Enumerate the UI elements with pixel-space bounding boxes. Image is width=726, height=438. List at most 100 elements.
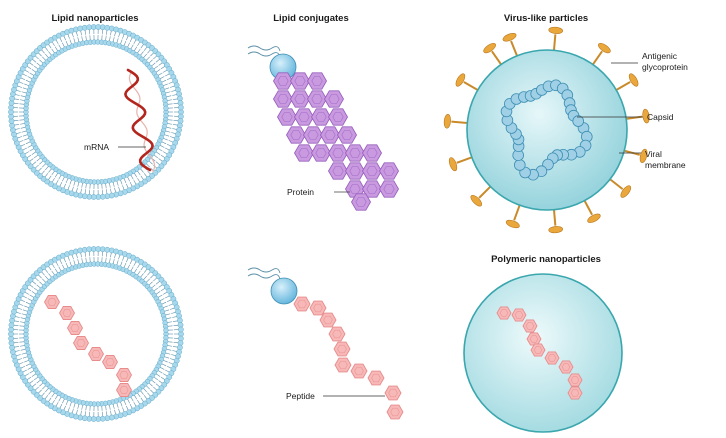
title-lipid-conjugates: Lipid conjugates	[273, 13, 348, 24]
polymeric-peptide-chain	[496, 306, 583, 400]
peptide-unit	[526, 332, 542, 346]
peptide-unit	[350, 363, 368, 379]
protein-unit	[361, 180, 383, 198]
glycoprotein-stalk	[510, 40, 518, 57]
peptide-unit	[530, 343, 546, 357]
glycoprotein-head	[620, 185, 632, 198]
antigenic-label-line2: glycoprotein	[642, 62, 688, 72]
glycoprotein-stalk	[583, 200, 593, 216]
glycoprotein-head	[455, 73, 466, 87]
viral-membrane-label-line1: Viral	[645, 149, 662, 159]
antigenic-label-line1: Antigenic	[642, 51, 678, 61]
antigenic-glycoprotein-spikes	[443, 26, 650, 234]
peptide-unit	[328, 326, 346, 342]
glycoprotein-stalk	[615, 81, 631, 91]
protein-unit	[289, 90, 311, 108]
glycoprotein-head	[448, 157, 458, 172]
peptide-unit	[309, 300, 327, 316]
glycoprotein-stalk	[456, 156, 473, 164]
glycoprotein-stalk	[552, 34, 557, 51]
protein-unit	[319, 126, 341, 144]
protein-unit	[378, 180, 400, 198]
glycoprotein-head	[587, 213, 601, 223]
mrna-strand	[124, 68, 156, 173]
protein-unit	[306, 72, 328, 90]
glycoprotein-stalk	[478, 185, 492, 199]
peptide-unit	[101, 355, 119, 369]
protein-unit	[350, 193, 372, 211]
glycoprotein-stalk	[513, 204, 521, 221]
glycoprotein-head	[443, 114, 451, 129]
glycoprotein-stalk	[491, 50, 502, 66]
glycoprotein-stalk	[552, 209, 557, 226]
glycoprotein-head	[598, 42, 611, 54]
lipid-nanoparticle-mrna	[8, 24, 184, 200]
glycoprotein-head	[505, 219, 520, 229]
capsid-subunit	[572, 115, 584, 127]
peptide-unit	[333, 341, 351, 357]
title-virus-like-particles: Virus-like particles	[504, 13, 588, 24]
viral-membrane-label-line2: membrane	[645, 160, 686, 170]
protein-unit	[310, 108, 332, 126]
capsid-subunit	[513, 159, 526, 171]
peptide-unit	[58, 306, 76, 320]
lipid-head	[178, 104, 184, 111]
peptide-unit	[115, 383, 133, 397]
peptide-unit	[567, 373, 583, 387]
title-lipid-nanoparticles: Lipid nanoparticles	[51, 13, 138, 24]
glycoprotein-head	[548, 26, 563, 34]
capsid-label: Capsid	[647, 112, 674, 122]
protein-unit	[327, 162, 349, 180]
lipid-nanoparticle-peptide	[8, 246, 184, 422]
lipid-anchor-protein	[247, 45, 297, 81]
protein-unit	[344, 162, 366, 180]
glycoprotein-head	[470, 194, 483, 207]
protein-unit	[272, 72, 294, 90]
glycoprotein-head	[483, 42, 496, 54]
peptide-unit	[511, 308, 527, 322]
peptide-unit	[293, 296, 311, 312]
lipid-head	[163, 105, 169, 111]
glycoprotein-head	[628, 73, 639, 87]
peptide-unit	[66, 321, 84, 335]
peptide-unit	[115, 368, 133, 382]
peptide-label: Peptide	[286, 391, 315, 401]
peptide-unit	[72, 336, 90, 350]
peptide-unit	[367, 370, 385, 386]
peptide-unit	[334, 357, 352, 373]
peptide-unit	[558, 360, 574, 374]
protein-unit	[306, 90, 328, 108]
capsid	[500, 79, 593, 181]
protein-unit	[302, 126, 324, 144]
peptide-unit	[544, 351, 560, 365]
lnp-peptide-chain	[43, 295, 133, 397]
viral-membrane	[466, 49, 628, 211]
protein-unit	[285, 126, 307, 144]
peptide-unit	[87, 347, 105, 361]
protein-unit	[327, 144, 349, 162]
peptide-unit	[43, 295, 61, 309]
peptide-unit	[319, 312, 337, 328]
glycoprotein-stalk	[463, 81, 479, 91]
protein-unit	[272, 90, 294, 108]
peptide-unit	[496, 306, 512, 320]
protein-unit	[310, 144, 332, 162]
protein-unit	[378, 162, 400, 180]
lipid-head	[178, 326, 184, 333]
protein-unit	[327, 108, 349, 126]
lipid-anchor-peptide	[247, 267, 298, 305]
glycoprotein-stalk	[609, 178, 624, 190]
conjugate-peptide-chain	[293, 296, 404, 420]
lipid-head	[163, 327, 169, 333]
protein-unit	[336, 126, 358, 144]
protein-unit	[323, 90, 345, 108]
protein-unit	[344, 144, 366, 162]
glycoprotein-head	[548, 226, 563, 234]
protein-unit	[289, 72, 311, 90]
title-polymeric-nanoparticles: Polymeric nanoparticles	[491, 254, 601, 265]
glycoprotein-head	[639, 148, 648, 163]
protein-unit	[293, 108, 315, 126]
glycoprotein-stalk	[451, 120, 468, 125]
protein-unit	[276, 108, 298, 126]
